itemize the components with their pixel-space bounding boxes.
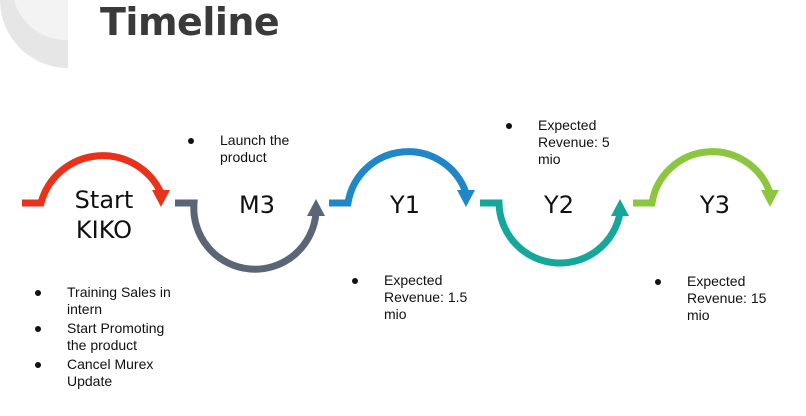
milestone-label-m3: M3: [239, 191, 275, 219]
notes-y3: Expected Revenue: 15 mio: [655, 273, 795, 326]
notes-m3: Launch the product: [188, 132, 338, 168]
milestone-label-y1: Y1: [390, 191, 420, 219]
arrowhead-m3: [307, 199, 325, 216]
page-title: Timeline: [100, 0, 280, 44]
segment-y2: [480, 199, 624, 267]
list-item: Expected Revenue: 5 mio: [506, 117, 646, 168]
list-item: Expected Revenue: 15 mio: [655, 273, 795, 324]
milestone-label-y2: Y2: [544, 191, 574, 219]
arrowhead-y2: [611, 199, 629, 216]
list-item: Start Promoting the product: [35, 320, 215, 354]
list-item: Expected Revenue: 1.5 mio: [352, 272, 492, 323]
list-item: Training Sales in intern: [35, 284, 215, 318]
segment-start: [22, 152, 165, 207]
milestone-label-start: Start KIKO: [74, 186, 134, 244]
corner-decoration: [0, 0, 68, 68]
notes-y1: Expected Revenue: 1.5 mio: [352, 272, 492, 325]
list-item: Cancel Murex Update: [35, 356, 215, 390]
segment-m3: [175, 199, 320, 273]
segment-y3: [633, 148, 774, 207]
list-item: Launch the product: [188, 132, 338, 166]
segment-y1: [329, 148, 470, 207]
arrowhead-start: [152, 190, 170, 207]
notes-start: Training Sales in intern Start Promoting…: [35, 284, 215, 392]
milestone-label-y3: Y3: [700, 191, 730, 219]
arrowhead-y3: [761, 190, 779, 207]
arrowhead-y1: [457, 190, 475, 207]
notes-y2: Expected Revenue: 5 mio: [506, 117, 646, 170]
